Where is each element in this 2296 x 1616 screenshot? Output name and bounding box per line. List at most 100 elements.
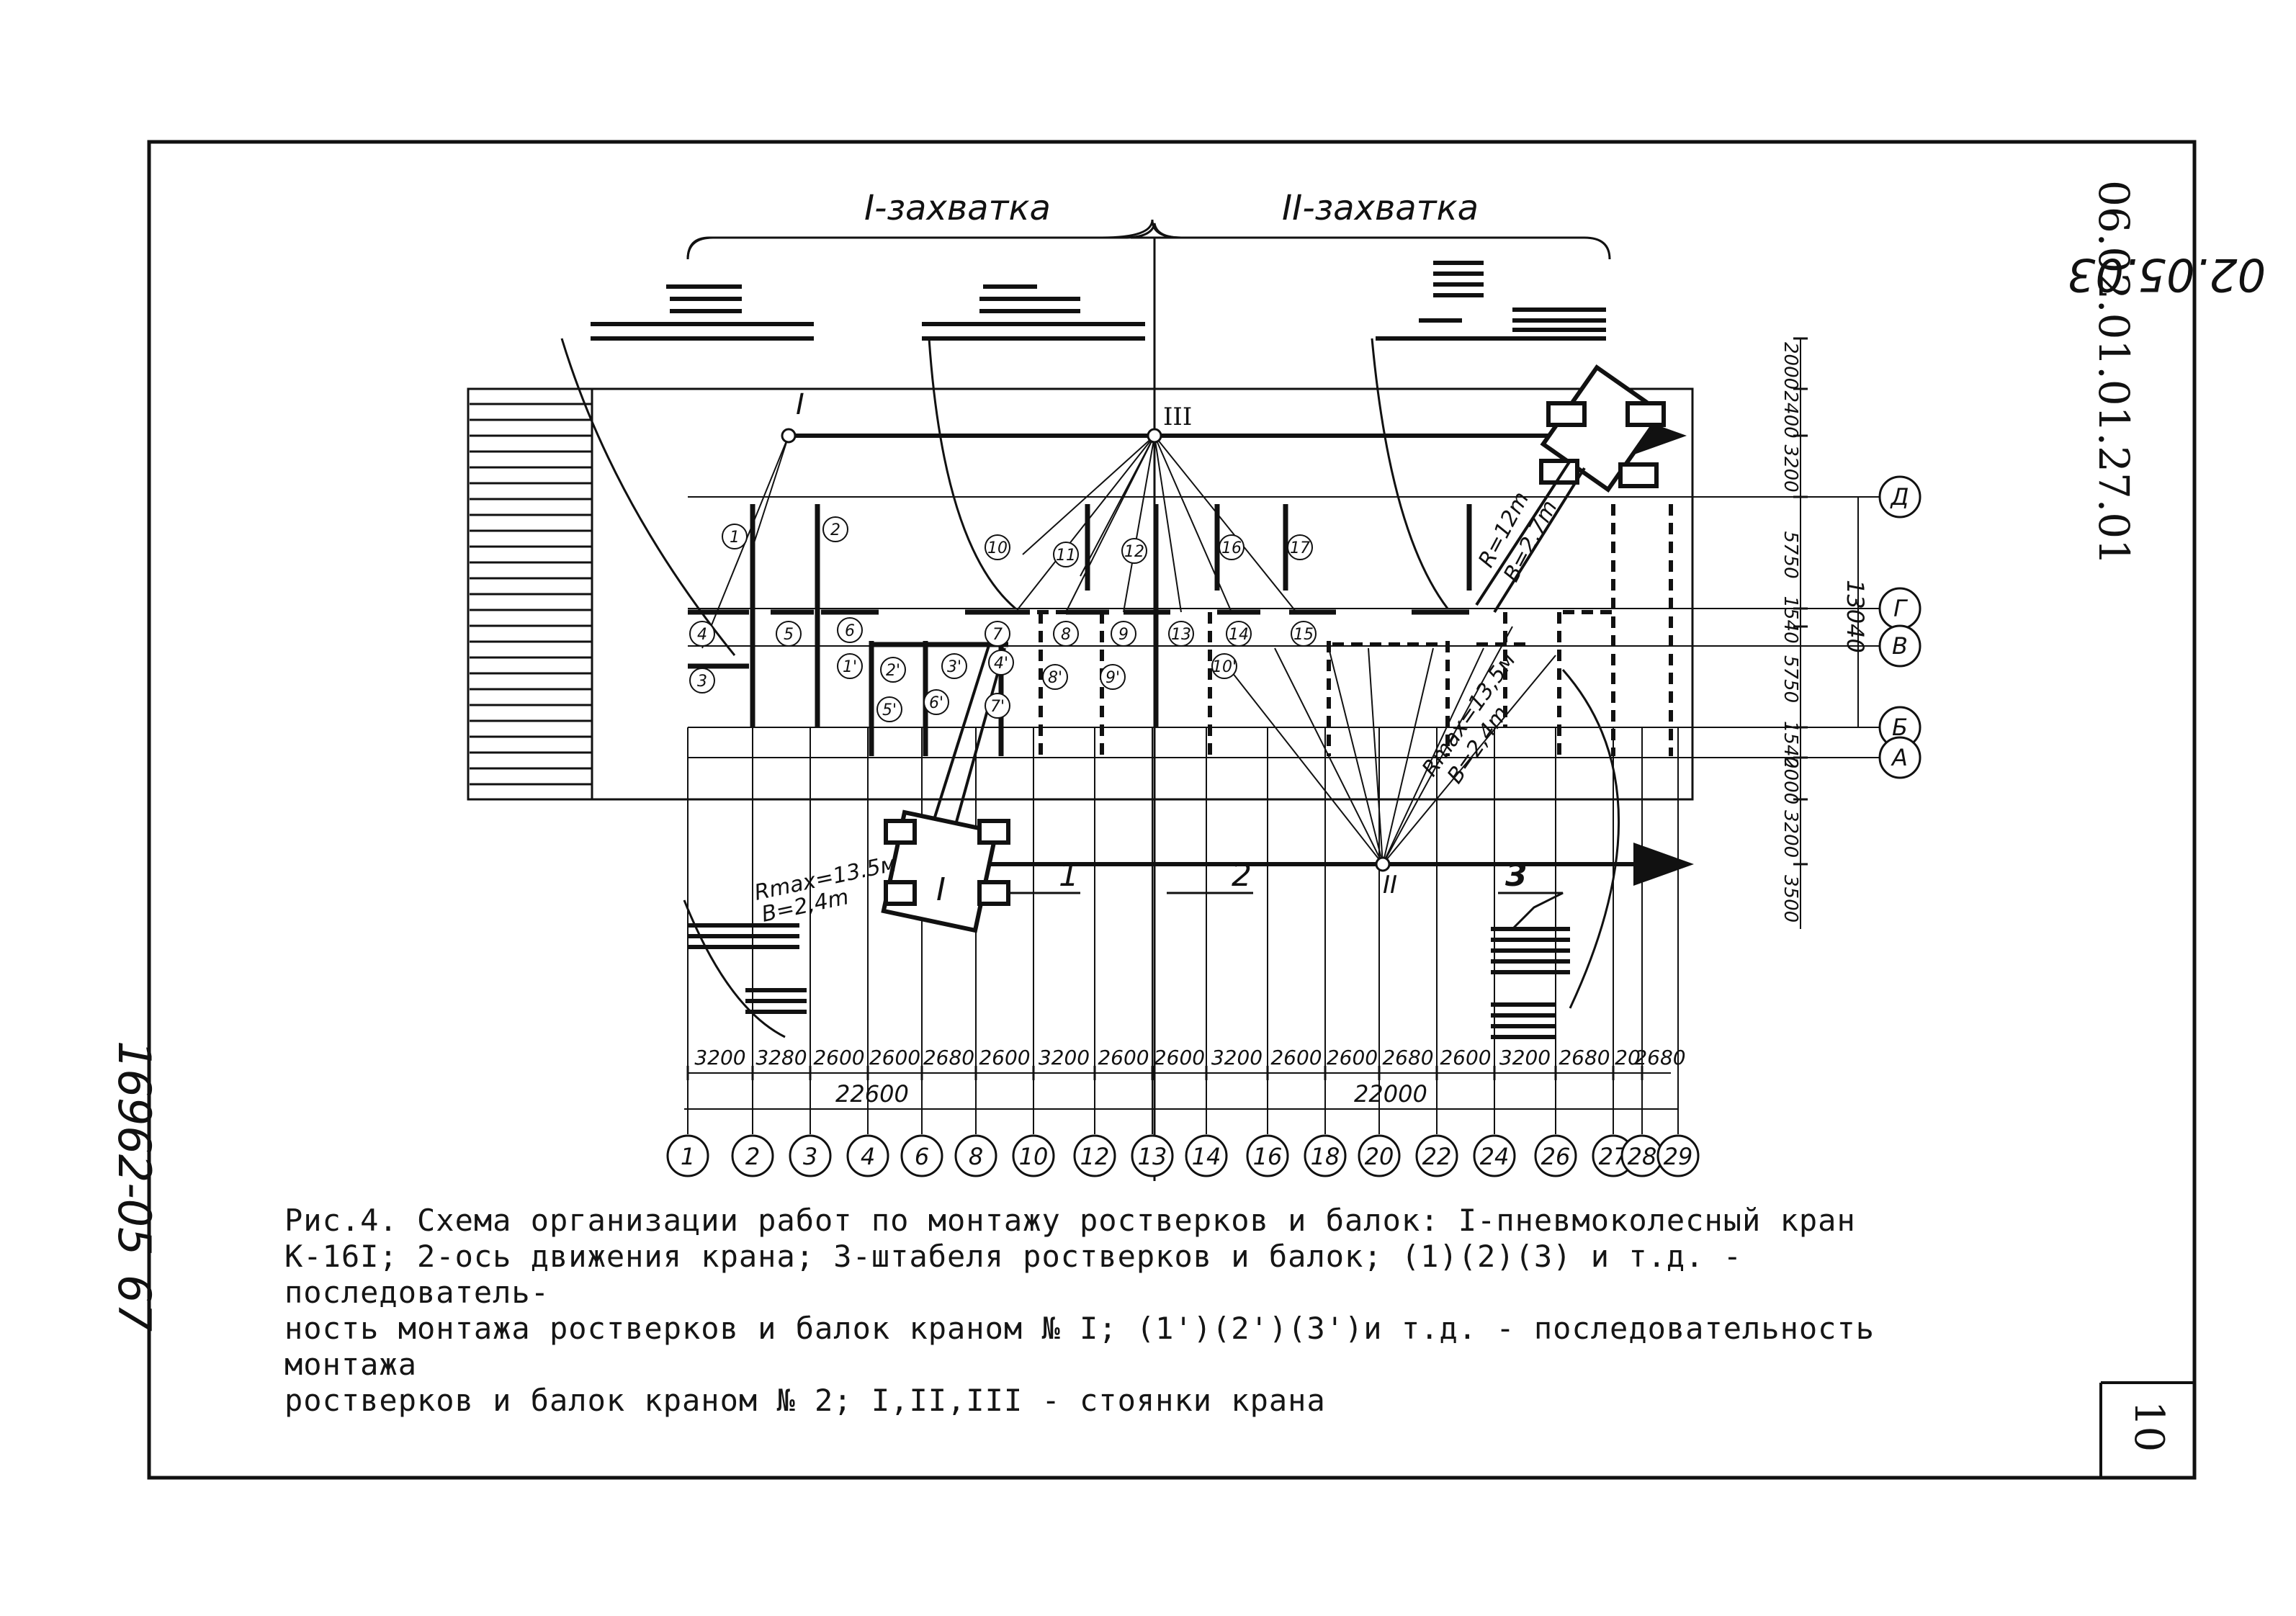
dim-label-bottom: 2680 bbox=[923, 1046, 974, 1069]
seq-crane2-4-label: 5' bbox=[882, 701, 897, 719]
letter-axis-label-Г: Г bbox=[1893, 595, 1908, 622]
axis-label-14: 14 bbox=[1192, 1143, 1221, 1170]
stop-label-I-bottom: I bbox=[936, 871, 946, 908]
axis-bubble-22 bbox=[1415, 1134, 1458, 1177]
seq-crane2-9-circle bbox=[1211, 653, 1237, 679]
seq-crane1-16-label: 16 bbox=[1221, 539, 1242, 557]
dim-label-bottom: 3200 bbox=[694, 1046, 745, 1069]
seq-crane1-4-circle bbox=[689, 621, 715, 647]
axis-bubble-16 bbox=[1246, 1134, 1289, 1177]
axis-bubble-18 bbox=[1304, 1134, 1347, 1177]
stop-label-II: II bbox=[1383, 871, 1397, 899]
seq-crane2-8-circle bbox=[1100, 664, 1126, 690]
letter-axis-label-В: В bbox=[1892, 632, 1908, 660]
axis-bubble-4 bbox=[846, 1134, 889, 1177]
dim-label-bottom: 3200 bbox=[1039, 1046, 1090, 1069]
caption-line-4: ростверков и балок краном № 2; I,II,III … bbox=[284, 1383, 1326, 1418]
dim-label-bottom: 2600 bbox=[869, 1046, 920, 1069]
dim-total-right: 13040 bbox=[1842, 580, 1869, 653]
seq-crane1-12-label: 12 bbox=[1124, 543, 1144, 561]
zone-brace-1b bbox=[686, 223, 1611, 260]
letter-axis-bubble-В bbox=[1878, 624, 1921, 668]
seq-crane1-17-label: 17 bbox=[1290, 539, 1310, 557]
letter-axis-bubble-А bbox=[1878, 736, 1921, 779]
axis-bubble-29 bbox=[1656, 1134, 1700, 1177]
seq-crane2-4-circle bbox=[876, 696, 902, 722]
seq-crane1-16-circle bbox=[1219, 534, 1245, 560]
caption-line-3: ность монтажа ростверков и балок краном … bbox=[284, 1311, 1875, 1382]
dim-label-bottom: 3280 bbox=[755, 1046, 807, 1069]
dim-label-bottom: 2600 bbox=[813, 1046, 864, 1069]
dim-label-bottom: 3200 bbox=[1211, 1046, 1263, 1069]
dim-label-bottom: 2600 bbox=[1440, 1046, 1491, 1069]
axis-bubble-20 bbox=[1358, 1134, 1401, 1177]
axis-bubble-12 bbox=[1073, 1134, 1116, 1177]
dim-label-right: 1540 bbox=[1780, 596, 1801, 644]
crane-top-right bbox=[1475, 364, 1666, 614]
axis-bubble-10 bbox=[1012, 1134, 1055, 1177]
axis-label-26: 26 bbox=[1541, 1143, 1571, 1170]
seq-crane1-1-label: 1 bbox=[730, 529, 740, 547]
seq-crane1-13-circle bbox=[1168, 621, 1194, 647]
axis-label-4: 4 bbox=[861, 1143, 875, 1170]
axis-label-13: 13 bbox=[1138, 1143, 1167, 1170]
seq-crane1-6-circle bbox=[837, 617, 863, 643]
seq-crane1-11-circle bbox=[1053, 542, 1079, 567]
caption-line-1: Рис.4. Схема организации работ по монтаж… bbox=[284, 1203, 1856, 1238]
axis-bubble-3 bbox=[789, 1134, 832, 1177]
dim-label-bottom: 2680 bbox=[1559, 1046, 1610, 1069]
seq-crane2-0-label: 1' bbox=[843, 658, 857, 676]
seq-crane1-15-label: 15 bbox=[1293, 626, 1314, 644]
dim-label-right: 1540 bbox=[1780, 721, 1801, 768]
dim-label-right: 3200 bbox=[1780, 810, 1801, 858]
dim-label-right: 3500 bbox=[1780, 875, 1801, 923]
doc-code-left: 16962-05 bbox=[108, 1041, 161, 1256]
stop-label-I-top: I bbox=[796, 388, 804, 421]
seq-crane2-9-label: 10' bbox=[1212, 658, 1237, 676]
axis-bubble-1 bbox=[666, 1134, 709, 1177]
axis-bubble-13 bbox=[1131, 1134, 1174, 1177]
dim-total-1: 22600 bbox=[835, 1080, 909, 1108]
dim-label-bottom: 2600 bbox=[1327, 1046, 1378, 1069]
seq-crane2-6-label: 7' bbox=[990, 698, 1005, 716]
letter-axis-label-Б: Б bbox=[1892, 714, 1908, 741]
dim-label-bottom: 2680 bbox=[1382, 1046, 1433, 1069]
legend-mark-1: 1 bbox=[1059, 857, 1079, 894]
caption-line-2: К-16I; 2-ось движения крана; 3-штабеля р… bbox=[284, 1239, 1743, 1310]
legend-leaders bbox=[1008, 892, 1564, 930]
seq-crane1-5-circle bbox=[776, 621, 802, 647]
seq-crane2-7-label: 8' bbox=[1048, 669, 1062, 687]
axis-bubble-6 bbox=[900, 1134, 943, 1177]
seq-crane2-3-label: 4' bbox=[994, 655, 1008, 673]
seq-crane1-3-label: 3 bbox=[697, 673, 707, 691]
dim-total-2: 22000 bbox=[1354, 1080, 1427, 1108]
axis-label-6: 6 bbox=[915, 1143, 929, 1170]
beams bbox=[688, 504, 1472, 756]
dim-label-right: 2400 bbox=[1780, 391, 1801, 439]
seq-crane2-2-circle bbox=[941, 653, 967, 679]
seq-crane2-8-label: 9' bbox=[1106, 669, 1120, 687]
letter-axis-bubble-Д bbox=[1878, 475, 1921, 519]
page-number-left: 67 bbox=[108, 1275, 161, 1332]
dim-label-right: 2000 bbox=[1780, 342, 1801, 390]
seq-crane1-1-circle bbox=[722, 524, 748, 549]
seq-crane2-1-circle bbox=[880, 657, 906, 683]
axis-bubble-8 bbox=[954, 1134, 997, 1177]
dim-label-right: 2000 bbox=[1780, 757, 1801, 804]
stacks-bottom bbox=[688, 923, 1570, 1039]
seq-crane2-5-circle bbox=[923, 689, 949, 715]
axis-label-18: 18 bbox=[1311, 1143, 1340, 1170]
dim-label-right: 3200 bbox=[1780, 445, 1801, 493]
axis-bubble-26 bbox=[1534, 1134, 1577, 1177]
existing-building-hatch bbox=[470, 390, 592, 798]
axis-bubble-14 bbox=[1185, 1134, 1228, 1177]
crane-bottom-left bbox=[881, 640, 1010, 933]
dim-label-right: 5750 bbox=[1780, 655, 1801, 703]
construction-site-outline bbox=[467, 387, 1694, 801]
axis-label-22: 22 bbox=[1422, 1143, 1452, 1170]
dim-label-bottom: 20 bbox=[1615, 1046, 1641, 1069]
sheet-code-1: 06.02.01.01.27.01 bbox=[2089, 180, 2138, 565]
